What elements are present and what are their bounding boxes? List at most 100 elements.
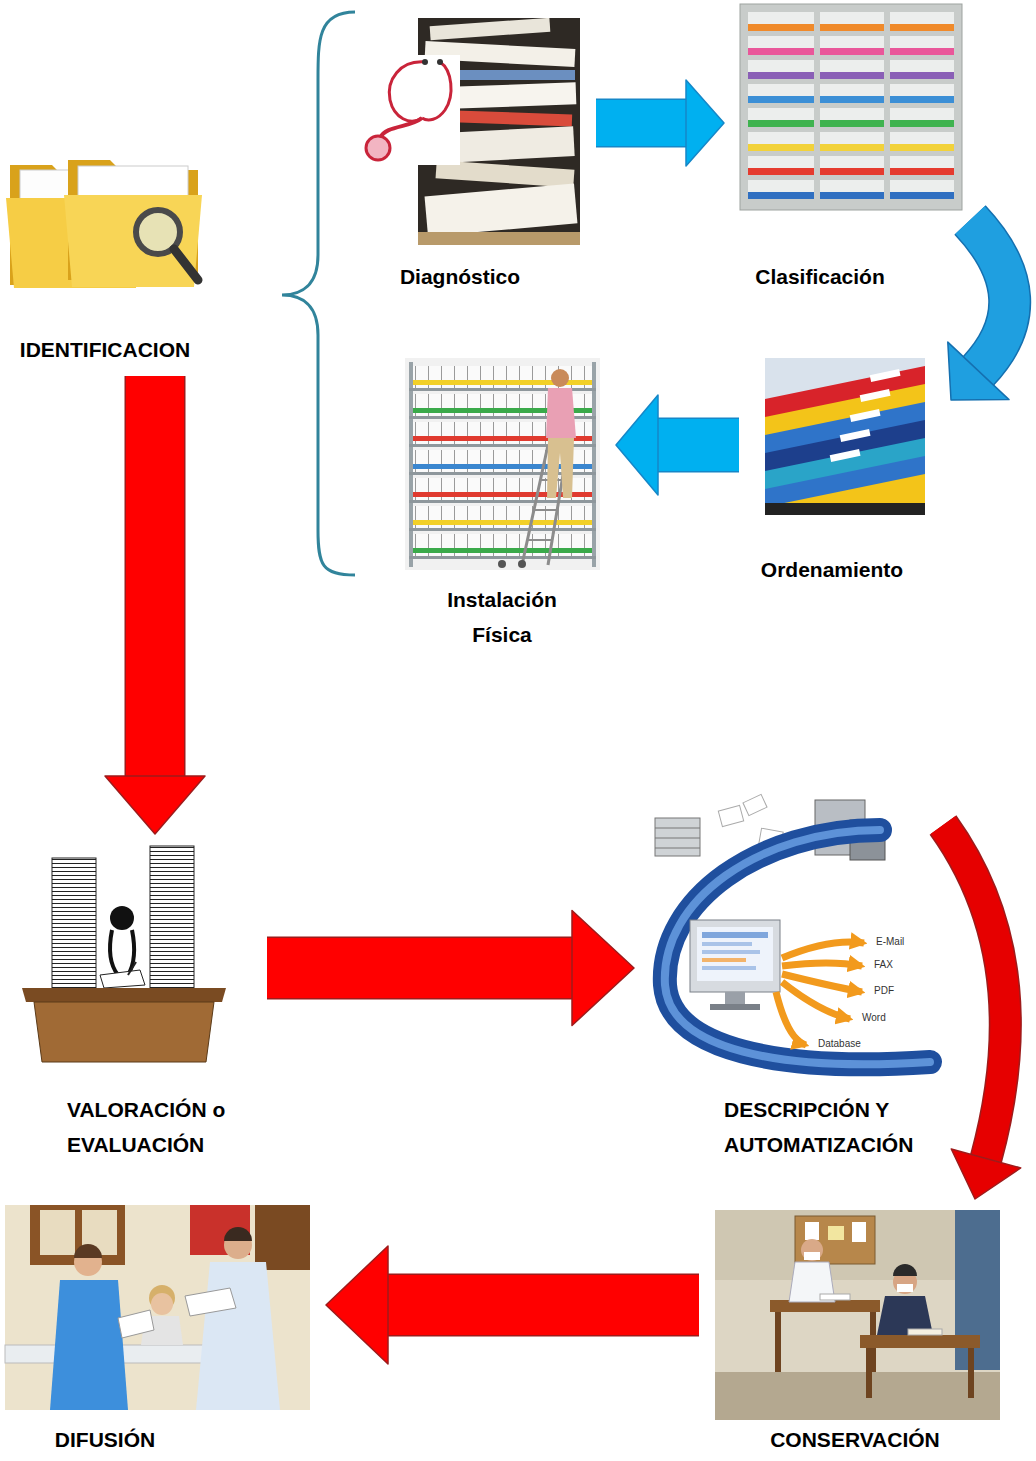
process-step: IDENTIFICACION bbox=[0, 140, 215, 370]
sorter-cabinet bbox=[748, 156, 954, 175]
conservation-photo bbox=[805, 1222, 819, 1240]
sorter-cabinet bbox=[814, 8, 820, 204]
arrow-shaft-edge bbox=[388, 1274, 699, 1337]
automation-figure bbox=[690, 920, 780, 992]
folder-icon bbox=[6, 160, 202, 288]
automation-figure bbox=[697, 927, 773, 981]
flow-arrow bbox=[948, 220, 1010, 400]
group-bracket bbox=[282, 12, 355, 575]
sorter-cabinet bbox=[748, 48, 954, 55]
step-caption: Diagnóstico bbox=[400, 259, 520, 294]
desk-figure bbox=[128, 962, 136, 975]
conservation-photo bbox=[860, 1335, 980, 1348]
automation-figure bbox=[782, 942, 864, 958]
dissemination-photo bbox=[118, 1310, 154, 1338]
hanging-folders bbox=[840, 429, 871, 442]
papers-photo bbox=[366, 136, 390, 160]
arrow-shaft-edge bbox=[596, 99, 686, 148]
arrow-shaft-edge bbox=[267, 937, 572, 1000]
automation-figure bbox=[655, 838, 700, 839]
sorter-cabinet bbox=[748, 60, 954, 79]
process-step: Instalación Física bbox=[395, 355, 610, 655]
shelving-photo bbox=[413, 548, 592, 553]
arrow-head bbox=[948, 342, 1009, 400]
shelving-photo bbox=[533, 509, 557, 511]
papers-photo bbox=[355, 18, 580, 245]
conservation-photo bbox=[828, 1226, 844, 1240]
sorter-cabinet bbox=[748, 84, 954, 103]
dissemination-photo bbox=[255, 1205, 310, 1270]
hanging-folders bbox=[765, 365, 925, 515]
desk-figure bbox=[110, 906, 134, 930]
shelving-photo bbox=[409, 528, 596, 531]
flow-arrow bbox=[267, 911, 634, 1026]
automation-figure bbox=[702, 942, 752, 946]
sorter-cabinet bbox=[748, 72, 954, 79]
automation-figure bbox=[702, 950, 760, 954]
automation-figure bbox=[702, 932, 768, 938]
conservation-photo bbox=[715, 1210, 1000, 1420]
folder-icon bbox=[64, 195, 202, 287]
shelving-photo bbox=[405, 358, 600, 570]
sorter-cabinet bbox=[884, 8, 890, 204]
automation-figure bbox=[655, 794, 930, 1064]
conservation-photo bbox=[866, 1348, 872, 1398]
papers-photo bbox=[422, 59, 428, 65]
flow-arrow bbox=[105, 376, 205, 834]
shelving-photo bbox=[413, 534, 592, 556]
flow-arrow bbox=[943, 825, 1021, 1199]
dissemination-photo bbox=[40, 1210, 75, 1255]
dissemination-photo bbox=[151, 1293, 173, 1315]
automation-figure bbox=[655, 828, 700, 829]
automation-figure bbox=[655, 818, 700, 856]
format-label: E-Mail bbox=[876, 936, 904, 948]
desk-figure bbox=[34, 1002, 214, 1062]
shelving-photo bbox=[527, 539, 552, 541]
hanging-folders bbox=[830, 449, 861, 462]
sorter-cabinet bbox=[748, 36, 954, 55]
automation-figure bbox=[725, 992, 745, 1004]
format-label: Database bbox=[818, 1038, 861, 1050]
arrow-head bbox=[326, 1246, 388, 1364]
arrow-head bbox=[105, 776, 205, 834]
automation-figure bbox=[710, 1004, 760, 1010]
conservation-photo bbox=[893, 1264, 917, 1276]
sorter-cabinet bbox=[748, 144, 954, 151]
sorter-cabinet bbox=[748, 96, 954, 103]
hanging-folders bbox=[850, 409, 881, 422]
hanging-folders bbox=[870, 369, 901, 382]
arrow-shaft-edge bbox=[125, 376, 186, 776]
flow-arrow bbox=[616, 395, 739, 495]
flow-arrow bbox=[596, 80, 724, 166]
shelving-photo bbox=[546, 388, 576, 438]
desk-figure bbox=[150, 846, 194, 990]
sorter-cabinet bbox=[748, 120, 954, 127]
automation-figure bbox=[718, 805, 743, 826]
flow-arrow bbox=[326, 1246, 699, 1364]
automation-figure bbox=[655, 848, 700, 849]
sorter-cabinet bbox=[748, 168, 954, 175]
automation-figure bbox=[776, 992, 806, 1045]
arrow-shaft-edge bbox=[970, 220, 1010, 371]
shelving-photo bbox=[413, 366, 592, 388]
step-caption: CONSERVACIÓN bbox=[770, 1422, 940, 1457]
papers-photo bbox=[380, 118, 422, 138]
hanging-folders bbox=[765, 503, 925, 515]
shelving-photo bbox=[592, 362, 596, 567]
conservation-photo bbox=[715, 1372, 1000, 1420]
dissemination-photo bbox=[30, 1205, 125, 1265]
sorter-cabinet bbox=[748, 108, 954, 127]
process-step: DIFUSIÓN bbox=[0, 1205, 320, 1459]
papers-photo bbox=[440, 70, 575, 80]
sorter-cabinet bbox=[748, 12, 954, 31]
step-caption: DESCRIPCIÓN Y AUTOMATIZACIÓN bbox=[724, 1092, 939, 1162]
papers-photo bbox=[355, 55, 460, 165]
arrow-shaft bbox=[943, 825, 1005, 1158]
arrow-shaft bbox=[267, 938, 572, 998]
sorter-cabinet bbox=[740, 4, 962, 210]
conservation-photo bbox=[715, 1210, 1000, 1420]
shelving-photo bbox=[518, 560, 526, 568]
step-caption: Instalación Física bbox=[437, 582, 567, 652]
group-bracket bbox=[282, 12, 355, 575]
shelving-photo bbox=[413, 520, 592, 525]
